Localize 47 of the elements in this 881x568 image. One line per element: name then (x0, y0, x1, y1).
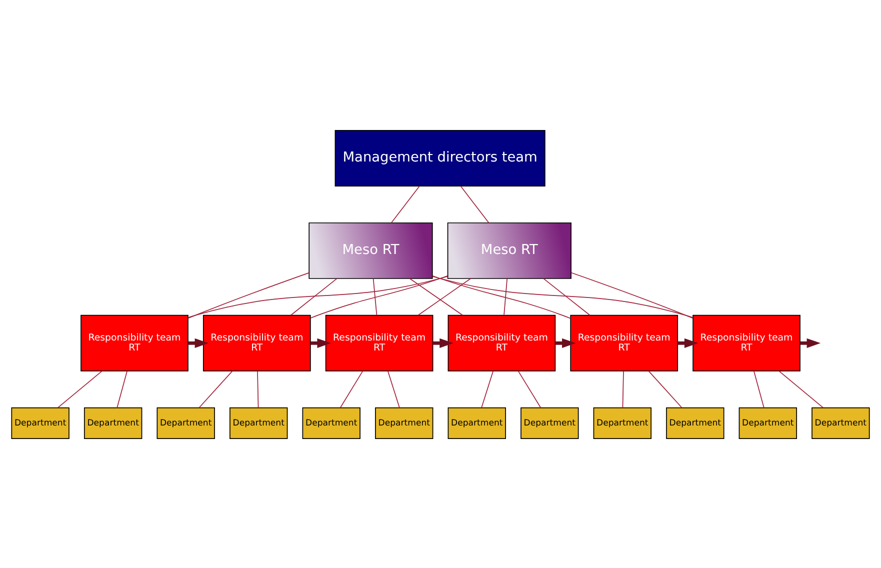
connector (290, 278, 338, 316)
node-box: Department (156, 406, 215, 438)
node-box: Responsibility team RT (692, 314, 800, 371)
connector (432, 275, 694, 318)
connector (372, 278, 378, 316)
node-box: Responsibility team RT (570, 314, 678, 371)
connector (188, 272, 310, 318)
connector (116, 370, 128, 408)
node-box: Management directors team (334, 130, 546, 186)
connector (340, 370, 364, 408)
connector (754, 370, 764, 408)
connector (543, 278, 590, 316)
node-box: Responsibility team RT (202, 314, 311, 371)
node-box: Department (448, 406, 506, 438)
connector (481, 370, 494, 408)
connector (409, 278, 464, 316)
connector (257, 370, 259, 408)
node-box: Department (738, 406, 798, 438)
connector (57, 370, 102, 408)
node-box: Meso RT (308, 222, 433, 278)
node-box: Meso RT (447, 222, 572, 278)
node-box: Department (666, 406, 724, 438)
node-box: Department (11, 406, 70, 438)
connector (198, 370, 233, 408)
node-box: Department (375, 406, 434, 438)
connector (622, 370, 624, 408)
node-box: Responsibility team RT (448, 314, 556, 371)
connector (518, 370, 542, 408)
connector (432, 274, 571, 318)
node-box: Department (302, 406, 360, 438)
connector (460, 185, 490, 223)
connector (390, 185, 420, 223)
node-box: Department (230, 406, 288, 438)
node-box: Department (593, 406, 652, 438)
node-box: Department (84, 406, 142, 438)
connector (310, 274, 448, 318)
connector (778, 370, 824, 408)
connector (504, 278, 508, 316)
node-box: Responsibility team RT (325, 314, 434, 371)
connector (648, 370, 682, 408)
node-box: Department (812, 406, 870, 438)
node-box: Responsibility team RT (80, 314, 188, 371)
connector (188, 275, 448, 318)
connector (387, 370, 400, 408)
connector (571, 272, 694, 318)
connector (418, 278, 472, 316)
node-box: Department (520, 406, 579, 438)
